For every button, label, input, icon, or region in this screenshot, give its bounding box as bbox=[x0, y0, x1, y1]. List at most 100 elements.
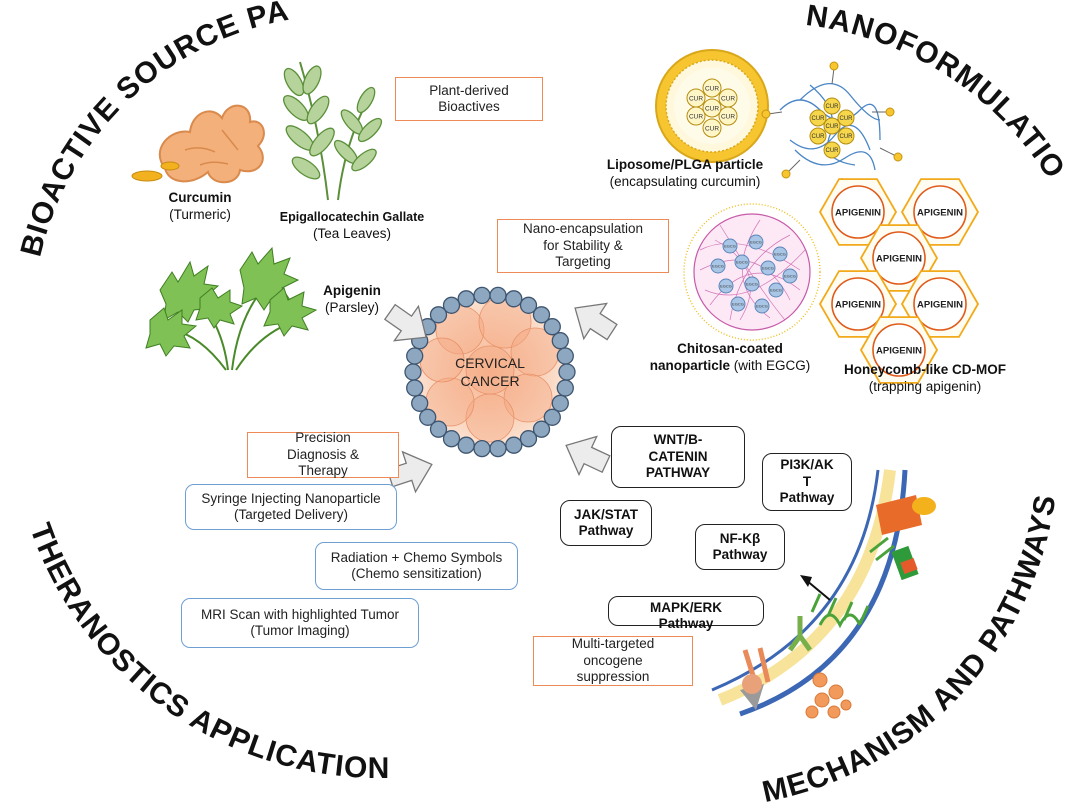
svg-text:EGCG: EGCG bbox=[732, 301, 744, 306]
cd-mof-cell: APIGENIN bbox=[900, 270, 980, 338]
cur-molecule: CUR bbox=[823, 141, 841, 159]
membrane-bead bbox=[551, 394, 569, 412]
cd-mof-cell: APIGENIN bbox=[818, 178, 898, 246]
center-label-line2: CANCER bbox=[460, 373, 519, 389]
svg-text:CUR: CUR bbox=[705, 85, 719, 92]
cd-mof-cell: APIGENIN bbox=[859, 316, 939, 384]
egcg-molecule: EGCG bbox=[722, 238, 738, 254]
svg-text:APIGENIN: APIGENIN bbox=[917, 208, 963, 219]
svg-text:EGCG: EGCG bbox=[736, 259, 748, 264]
multi-targeted-box: Multi-targeted oncogene suppression bbox=[533, 636, 693, 686]
svg-text:CUR: CUR bbox=[840, 116, 854, 122]
liposome-sub: (encapsulating curcumin) bbox=[609, 173, 761, 189]
svg-text:CUR: CUR bbox=[721, 95, 735, 102]
syringe-box: Syringe Injecting Nanoparticle (Targeted… bbox=[185, 484, 397, 530]
egcg-molecule: EGCG bbox=[772, 246, 788, 262]
precision-diagnosis-box: Precision Diagnosis & Therapy bbox=[247, 430, 399, 478]
svg-text:APIGENIN: APIGENIN bbox=[876, 254, 922, 265]
flow-arrows bbox=[383, 302, 618, 494]
cur-molecule: CUR bbox=[702, 98, 722, 118]
plga-polymer-particle bbox=[761, 61, 903, 199]
egcg-molecule: EGCG bbox=[718, 278, 734, 294]
membrane-bead bbox=[411, 394, 429, 412]
cur-molecule: CUR bbox=[702, 78, 722, 98]
egcg-molecule: EGCG bbox=[734, 254, 750, 270]
curcumin-source: (Turmeric) bbox=[169, 206, 231, 222]
apigenin-label: Apigenin (Parsley) bbox=[312, 283, 392, 317]
membrane-bead bbox=[505, 436, 523, 454]
svg-text:CUR: CUR bbox=[689, 95, 703, 102]
membrane-bead bbox=[429, 420, 448, 438]
cdmof-sub: (trapping apigenin) bbox=[868, 378, 982, 394]
cur-molecule: CUR bbox=[809, 109, 827, 127]
pi3k-akt-pathway-box: PI3K/AK T Pathway bbox=[762, 453, 852, 511]
membrane-bead bbox=[556, 379, 574, 397]
cur-molecule: CUR bbox=[718, 88, 738, 108]
egcg-molecule: EGCG bbox=[782, 268, 798, 284]
cervical-cancer-cell bbox=[416, 295, 564, 446]
svg-text:CUR: CUR bbox=[826, 148, 840, 154]
membrane-bead bbox=[489, 439, 507, 458]
mapk-erk-pathway-box: MAPK/ERK Pathway bbox=[608, 596, 764, 631]
membrane-bead bbox=[442, 430, 461, 448]
egcg-molecules: EGCG EGCG EGCG EGCG EGCG EGCG EGCG EGCG EGCG EGCG… bbox=[710, 234, 798, 314]
svg-text:EGCG: EGCG bbox=[712, 263, 724, 268]
svg-text:CUR: CUR bbox=[705, 125, 719, 132]
cd-mof-cell: APIGENIN bbox=[900, 178, 980, 246]
tea-leaves-illustration bbox=[283, 61, 383, 201]
cd-mof-cell: APIGENIN bbox=[818, 270, 898, 338]
membrane-bead bbox=[473, 439, 491, 458]
turmeric-illustration bbox=[131, 104, 265, 184]
membrane-bead bbox=[473, 286, 491, 305]
membrane-bead bbox=[543, 408, 561, 426]
egcg-label: Epigallocatechin Gallate (Tea Leaves) bbox=[262, 210, 442, 243]
svg-text:EGCG: EGCG bbox=[762, 265, 774, 270]
membrane-bead bbox=[558, 363, 576, 381]
chitosan-nanoparticle bbox=[683, 203, 821, 341]
egcg-molecule: EGCG bbox=[748, 234, 764, 250]
membrane-bead bbox=[406, 379, 424, 397]
chitosan-title2: nanoparticle bbox=[649, 357, 730, 373]
membrane-bead bbox=[532, 306, 551, 324]
cur-molecule: CUR bbox=[837, 109, 855, 127]
chitosan-label: Chitosan-coated nanoparticle (with EGCG) bbox=[630, 341, 830, 375]
svg-text:CUR: CUR bbox=[812, 116, 826, 122]
membrane-signaling-illustration bbox=[711, 469, 936, 719]
svg-text:EGCG: EGCG bbox=[750, 239, 762, 244]
membrane-bead bbox=[543, 318, 561, 336]
cur-molecule: CUR bbox=[702, 118, 722, 138]
egcg-molecule: EGCG bbox=[710, 258, 726, 274]
membrane-bead bbox=[519, 430, 538, 448]
liposome-label: Liposome/PLGA particle (encapsulating cu… bbox=[580, 157, 790, 191]
cur-molecule: CUR bbox=[823, 117, 841, 135]
cur-molecule: CUR bbox=[809, 127, 827, 145]
chitosan-sub: (with EGCG) bbox=[733, 357, 811, 373]
membrane-bead bbox=[519, 296, 538, 314]
arrow-from-theranostics bbox=[386, 450, 433, 494]
svg-text:CUR: CUR bbox=[840, 134, 854, 140]
membrane-bead bbox=[429, 306, 448, 324]
cur-molecule: CUR bbox=[686, 88, 706, 108]
svg-text:EGCG: EGCG bbox=[746, 281, 758, 286]
membrane-bead bbox=[556, 347, 574, 365]
membrane-bead bbox=[457, 290, 475, 308]
egcg-molecule: EGCG bbox=[744, 276, 760, 292]
svg-text:CUR: CUR bbox=[705, 105, 719, 112]
egcg-name: Epigallocatechin Gallate bbox=[279, 210, 425, 224]
cur-molecule: CUR bbox=[686, 106, 706, 126]
mri-scan-box: MRI Scan with highlighted Tumor (Tumor I… bbox=[181, 598, 419, 648]
svg-text:CUR: CUR bbox=[826, 104, 840, 110]
membrane-bead bbox=[532, 420, 551, 438]
wnt-pathway-box: WNT/B- CATENIN PATHWAY bbox=[611, 426, 745, 488]
chitosan-title: Chitosan-coated bbox=[677, 341, 783, 356]
svg-text:APIGENIN: APIGENIN bbox=[835, 300, 881, 311]
curcumin-label: Curcumin (Turmeric) bbox=[150, 190, 250, 224]
svg-text:CUR: CUR bbox=[812, 134, 826, 140]
cell-membrane-beads bbox=[404, 286, 576, 458]
curcumin-name: Curcumin bbox=[168, 190, 232, 205]
cdmof-title: Honeycomb-like CD-MOF bbox=[843, 362, 1006, 377]
egcg-molecule: EGCG bbox=[760, 260, 776, 276]
